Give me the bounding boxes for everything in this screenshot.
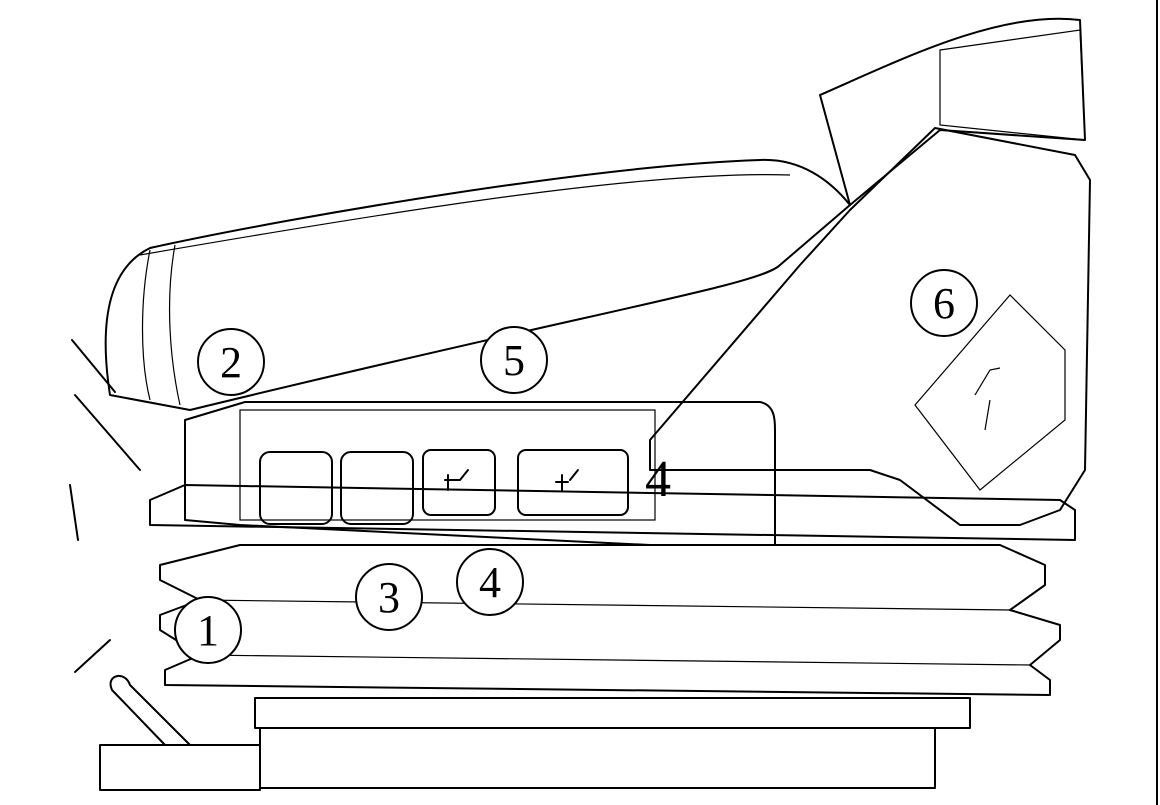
bellows-fold [199, 654, 1031, 666]
backrest-pad [939, 29, 1086, 141]
lever-arrow-icon [974, 367, 1001, 431]
leader-line [71, 339, 116, 393]
callout-5: 5 [480, 326, 548, 394]
side-housing [649, 127, 1091, 526]
callout-2: 2 [197, 328, 265, 396]
lever-panel [914, 294, 1066, 491]
seat-height-icon [555, 469, 579, 491]
base-block [254, 697, 971, 729]
leader-line [74, 394, 141, 471]
slide-rail [99, 744, 261, 791]
callout-1: 1 [174, 596, 242, 664]
callout-3: 3 [355, 563, 423, 631]
button-seat-height[interactable] [517, 449, 629, 516]
base-rail [259, 727, 936, 789]
callout-4: 4 [456, 548, 524, 616]
seat-cushion [104, 158, 851, 411]
bellows [159, 544, 1061, 696]
cushion-seam [141, 249, 151, 401]
button-bezel [239, 409, 656, 521]
control-panel [184, 401, 776, 546]
bellows-fold [199, 599, 1011, 611]
label-4-buttons: 4 [645, 451, 671, 508]
button-seat-tilt[interactable] [422, 449, 496, 516]
backrest [819, 17, 1086, 206]
leader-line [74, 639, 111, 673]
cushion-seam [168, 244, 181, 406]
leader-line [69, 484, 79, 541]
cushion-seam [139, 174, 791, 256]
base-plate [149, 484, 1076, 541]
seat-tilt-icon [444, 469, 469, 491]
callout-6: 6 [910, 269, 978, 337]
fore-aft-lever[interactable] [109, 675, 191, 746]
